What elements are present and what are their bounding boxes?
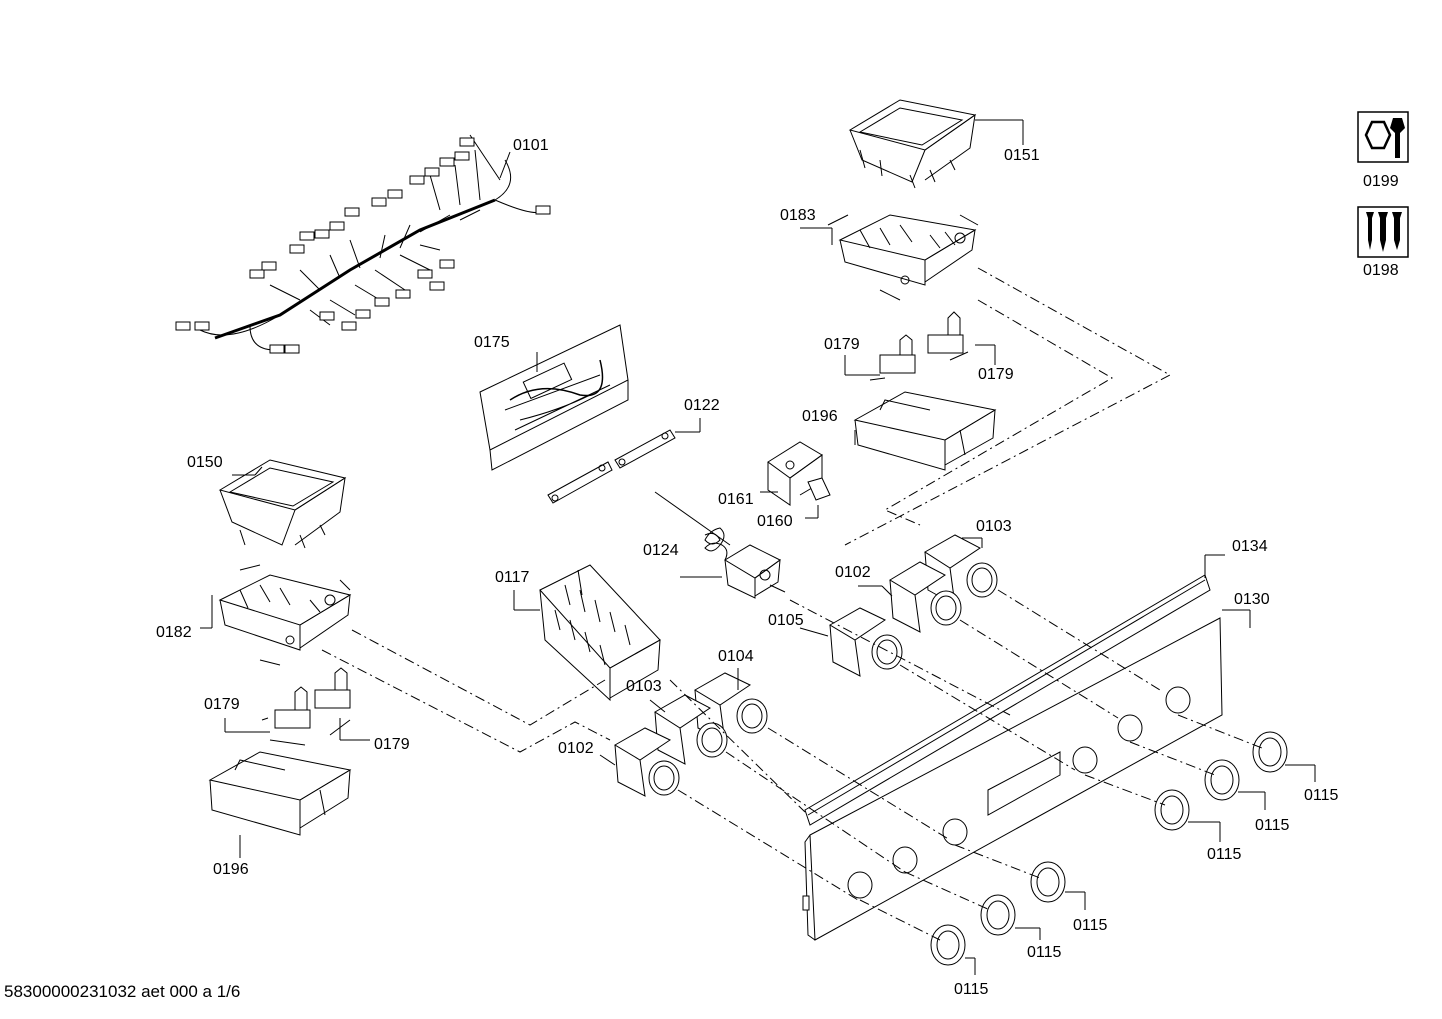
enclosure-box-left — [218, 459, 347, 549]
callout-0196-upper: 0196 — [802, 408, 838, 425]
switch-0102-upper — [889, 561, 962, 633]
callout-0134: 0134 — [1232, 538, 1268, 555]
callout-0179-lower-right: 0179 — [374, 736, 410, 753]
callout-0101: 0101 — [513, 137, 549, 154]
callout-0115-c: 0115 — [1207, 846, 1242, 863]
knob-bracket — [760, 441, 831, 519]
switch-0105 — [829, 607, 903, 677]
callout-0124: 0124 — [643, 542, 679, 559]
callout-0103-lower: 0103 — [626, 678, 662, 695]
terminal-board-upper — [800, 214, 979, 301]
wire-harness — [175, 134, 551, 354]
terminal-board-left — [200, 564, 352, 666]
callout-0105: 0105 — [768, 612, 804, 629]
display-board — [479, 324, 629, 471]
callout-0179-lower-left: 0179 — [204, 696, 240, 713]
ring-leaders — [965, 764, 1316, 975]
callout-0122: 0122 — [684, 397, 720, 414]
switch-pair-upper — [844, 311, 996, 381]
callout-0115-a: 0115 — [1304, 787, 1339, 804]
switch-0102-lower — [614, 727, 680, 797]
wrench-nut-icon — [1357, 111, 1409, 163]
callout-0183: 0183 — [780, 207, 816, 224]
connector-strips — [547, 418, 701, 504]
callout-0104: 0104 — [718, 648, 754, 665]
mounting-bracket-upper — [853, 391, 997, 471]
callout-0161: 0161 — [718, 491, 754, 508]
switch-pair-lower — [224, 667, 370, 746]
callout-0115-d: 0115 — [1073, 917, 1108, 934]
callout-0160: 0160 — [757, 513, 793, 530]
callout-0175: 0175 — [474, 334, 510, 351]
callout-0117: 0117 — [495, 569, 530, 586]
callout-0103-upper: 0103 — [976, 518, 1012, 535]
callout-0115-e: 0115 — [1027, 944, 1062, 961]
callout-0130: 0130 — [1234, 591, 1270, 608]
callout-0182: 0182 — [156, 624, 192, 641]
callout-0115-b: 0115 — [1255, 817, 1290, 834]
callout-0150: 0150 — [187, 454, 223, 471]
knob-rings — [930, 731, 1288, 966]
front-panel — [802, 554, 1251, 941]
thermostat — [654, 491, 786, 599]
screws-icon — [1357, 206, 1409, 258]
switch-0103-lower — [654, 694, 728, 765]
switch-0104 — [694, 672, 768, 743]
callout-0115-f: 0115 — [954, 981, 989, 998]
callout-0198: 0198 — [1363, 262, 1399, 279]
callout-0196-lower: 0196 — [213, 861, 249, 878]
document-id: 58300000231032 aet 000 a 1/6 — [4, 982, 241, 1001]
switch-block — [513, 564, 661, 702]
mounting-bracket-lower — [208, 751, 352, 858]
callout-0102-upper: 0102 — [835, 564, 871, 581]
callout-0179-upper-right: 0179 — [978, 366, 1014, 383]
enclosure-box-top — [848, 99, 1024, 189]
callout-0151: 0151 — [1004, 147, 1040, 164]
control-switches — [599, 534, 998, 797]
callout-0199: 0199 — [1363, 173, 1399, 190]
callout-0179-upper-left: 0179 — [824, 336, 860, 353]
callout-0102-lower: 0102 — [558, 740, 594, 757]
assembly-guide-lines — [321, 267, 1263, 941]
